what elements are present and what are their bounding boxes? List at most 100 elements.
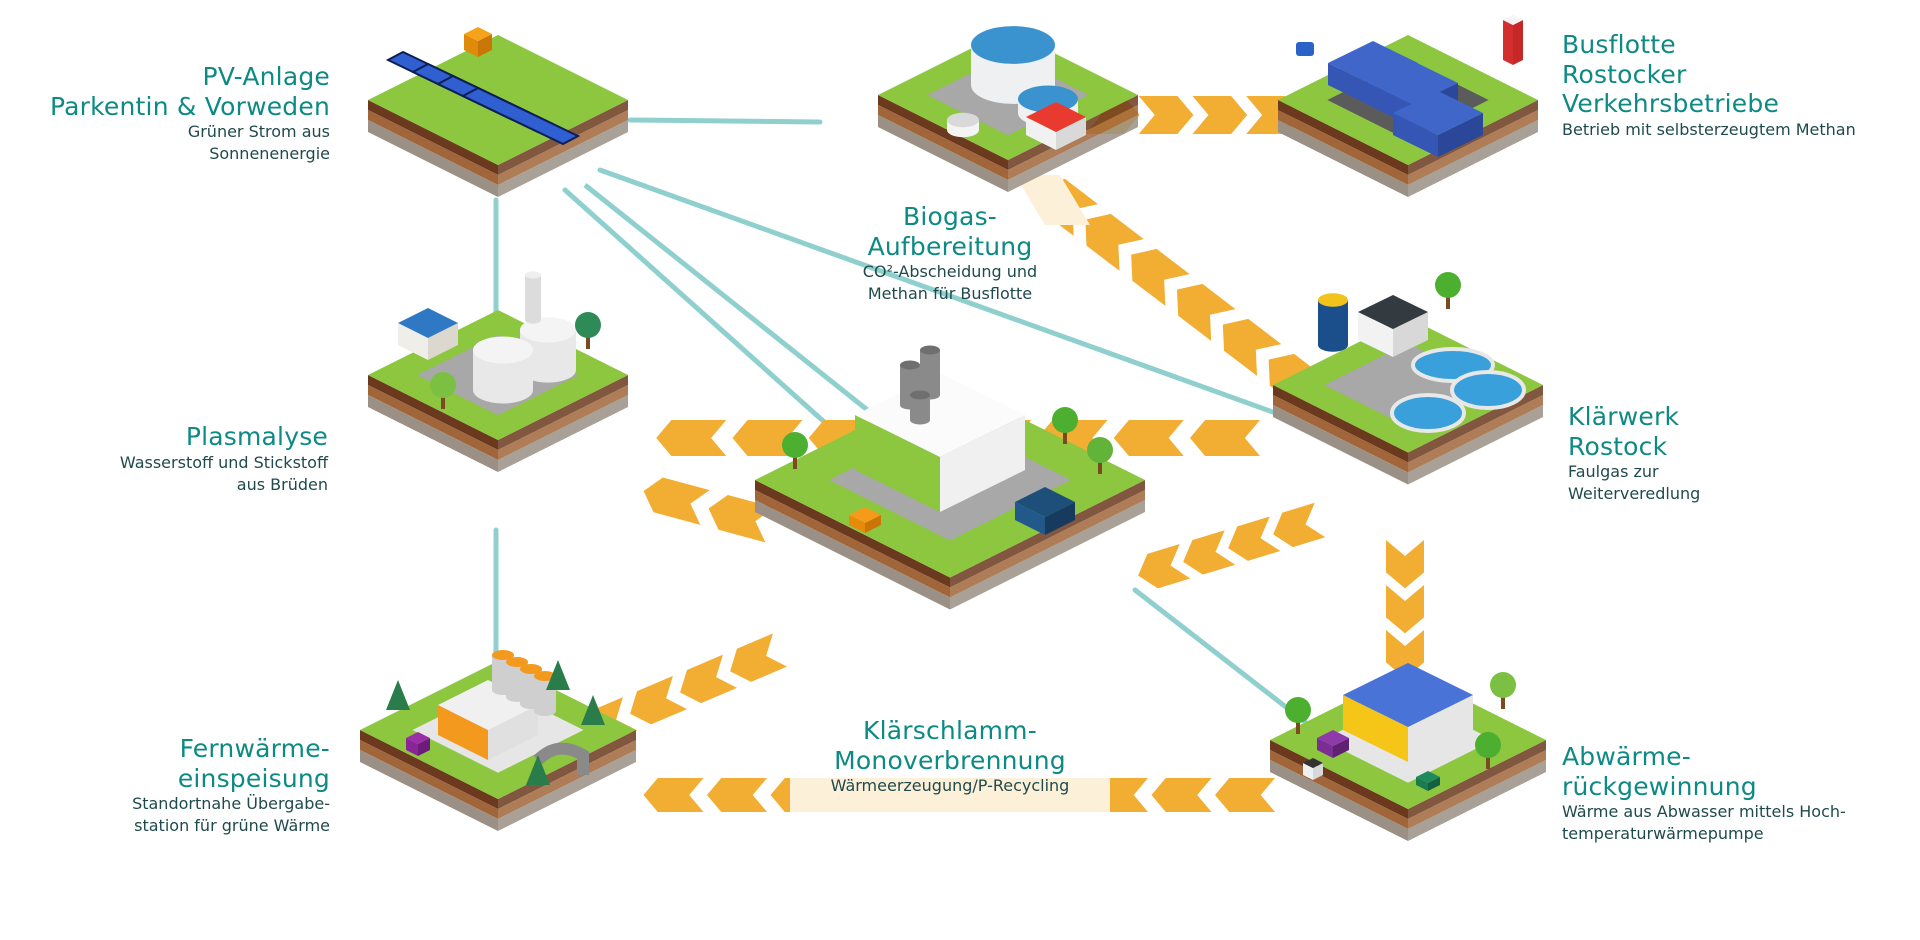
clarifier-basin bbox=[1450, 370, 1526, 410]
gas-storage-icon bbox=[368, 271, 628, 472]
building-right-face bbox=[1045, 502, 1075, 535]
building-left-face bbox=[1416, 777, 1428, 791]
power-lines-layer bbox=[493, 117, 1325, 738]
chevron-arrow bbox=[1183, 530, 1236, 575]
biogas-sub-1: CO²-Abscheidung und bbox=[862, 262, 1038, 281]
building-roof bbox=[1026, 102, 1086, 132]
label-plasma: Plasmalyse Wasserstoff und Stickstoff au… bbox=[120, 422, 328, 496]
pv-sub-1: Grüner Strom aus bbox=[187, 122, 330, 141]
chevron-arrow bbox=[730, 633, 788, 682]
soil-layer-left bbox=[368, 120, 498, 197]
building-roof bbox=[1358, 295, 1428, 329]
tree-trunk bbox=[1446, 295, 1450, 309]
column-tank bbox=[525, 271, 541, 324]
building-right-face bbox=[488, 705, 538, 760]
plasma-sub-2: aus Brüden bbox=[236, 474, 328, 494]
label-incineration: Klärschlamm- Monoverbrennung Wärmeerzeug… bbox=[790, 716, 1110, 797]
building-roof bbox=[1303, 758, 1323, 768]
building-roof bbox=[464, 27, 492, 41]
tank-top bbox=[910, 390, 930, 400]
tank-base bbox=[525, 316, 541, 324]
pv-title-1: PV-Anlage bbox=[202, 62, 330, 91]
tank-base bbox=[534, 706, 556, 716]
building-left-face bbox=[1343, 695, 1408, 762]
car-icon bbox=[1416, 771, 1440, 791]
biogas-title-2: Aufbereitung bbox=[867, 231, 1033, 261]
soil-layer-left bbox=[368, 110, 498, 185]
soil-layer-left bbox=[1273, 385, 1408, 463]
soil-layer-left bbox=[1278, 100, 1408, 175]
tank-base bbox=[1318, 338, 1348, 352]
building-roof bbox=[1503, 15, 1523, 25]
tank-top bbox=[520, 317, 576, 343]
heat-pump-building bbox=[1343, 663, 1473, 762]
building-left-face bbox=[1303, 763, 1313, 780]
chevron-arrow bbox=[1273, 502, 1326, 548]
soil-layer-right bbox=[1408, 395, 1543, 473]
soil-layer-right bbox=[498, 120, 628, 197]
soil-layer-right bbox=[498, 375, 628, 450]
chevron-arrow bbox=[643, 477, 710, 525]
label-pv: PV-Anlage Parkentin & Vorweden Grüner St… bbox=[50, 62, 330, 166]
tank-base bbox=[910, 415, 930, 425]
power-line-pv-to-incineration-2 bbox=[583, 183, 882, 422]
tank-top bbox=[520, 664, 542, 674]
building-right-face bbox=[1408, 695, 1473, 762]
chevron-arrow bbox=[1228, 516, 1281, 561]
power-line-pv-to-incineration bbox=[562, 187, 853, 448]
soil-layer-right bbox=[1408, 405, 1543, 485]
label-bus: Busflotte Rostocker Verkehrsbetriebe Bet… bbox=[1562, 30, 1856, 141]
building-left-face bbox=[1026, 117, 1056, 150]
chevron-arrow bbox=[1189, 420, 1260, 456]
chevron-arrow bbox=[680, 654, 738, 704]
label-biogas: Biogas- Aufbereitung CO²-Abscheidung und… bbox=[820, 202, 1080, 306]
hangar bbox=[398, 308, 458, 360]
chimney bbox=[910, 390, 930, 425]
flow-sewage-to-incineration bbox=[1138, 502, 1326, 589]
soil-layer-right bbox=[498, 730, 636, 809]
soil-layer-left bbox=[1273, 395, 1408, 473]
fuel-pump-icon bbox=[1503, 15, 1523, 65]
soil-layer-right bbox=[1008, 105, 1138, 180]
tree-icon bbox=[1490, 672, 1516, 709]
building-roof bbox=[398, 308, 458, 338]
chevron-arrow bbox=[1113, 420, 1184, 456]
building-left-face bbox=[849, 515, 865, 533]
factory-icon bbox=[755, 345, 1145, 610]
tree-crown bbox=[782, 432, 808, 458]
building-roof bbox=[1015, 487, 1075, 517]
tank-body bbox=[910, 395, 930, 420]
van-icon bbox=[849, 507, 881, 533]
sewage-title-2: Rostock bbox=[1568, 431, 1668, 461]
soil-layer-left bbox=[1270, 760, 1408, 841]
tree-trunk bbox=[1486, 755, 1490, 769]
plasma-sub-1: Wasserstoff und Stickstoff bbox=[119, 452, 328, 472]
tank-body bbox=[525, 275, 541, 320]
building-left-face bbox=[1358, 312, 1393, 357]
tree-crown bbox=[1285, 697, 1311, 723]
building-roof bbox=[1393, 91, 1483, 135]
soil-layer-left bbox=[360, 730, 498, 809]
building-roof bbox=[1343, 663, 1473, 727]
tree-icon bbox=[1475, 732, 1501, 769]
chevron-arrow bbox=[1222, 318, 1282, 376]
soil-layer-left bbox=[1273, 405, 1408, 485]
biogas-title-1: Biogas- bbox=[902, 202, 998, 231]
soil-layer-left bbox=[1270, 740, 1408, 819]
tree-icon bbox=[430, 372, 456, 409]
gatehouse-icon bbox=[1303, 758, 1323, 780]
soil-layer-right bbox=[498, 395, 628, 472]
tank-base bbox=[473, 376, 533, 404]
label-district-heat: Fernwärme- einspeisung Standortnahe Über… bbox=[132, 734, 330, 838]
building-left-face bbox=[1317, 738, 1333, 758]
heat-recovery-sub-1: Wärme aus Abwasser mittels Hoch- bbox=[1562, 802, 1846, 821]
district-heat-sub-1: Standortnahe Übergabe- bbox=[132, 794, 330, 813]
district-heat-title-1: Fernwärme- bbox=[179, 734, 330, 763]
chevron-arrow bbox=[1138, 544, 1191, 589]
building-left-face bbox=[1328, 63, 1373, 107]
soil-layer-left bbox=[755, 480, 950, 588]
chevron-arrow bbox=[1192, 96, 1248, 134]
chevron-arrow bbox=[630, 675, 688, 725]
tree-crown bbox=[1435, 272, 1461, 298]
soil-layer-left bbox=[755, 490, 950, 598]
